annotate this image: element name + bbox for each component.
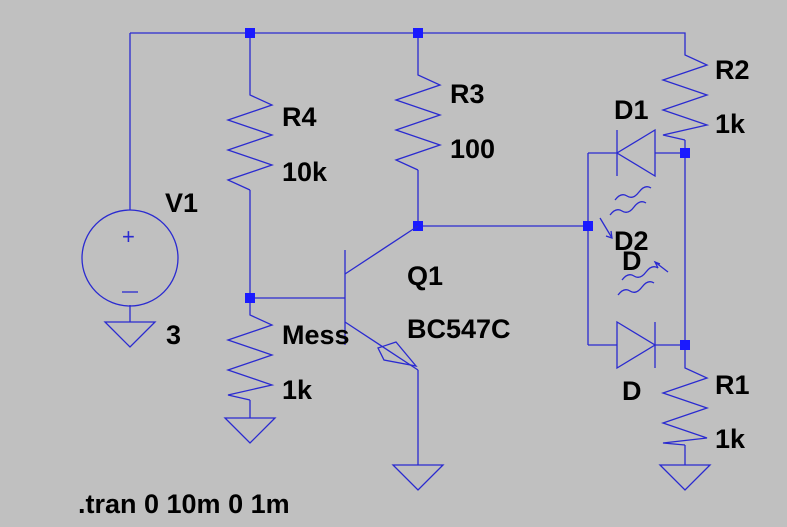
v1-name-label: V1 <box>165 188 198 218</box>
junction-top-r3[interactable] <box>413 28 423 38</box>
led-arrow-head-2 <box>653 260 661 269</box>
led-arrow-shaft-2 <box>654 261 669 273</box>
spice-directive[interactable]: .tran 0 10m 0 1m <box>78 489 290 519</box>
wire-top-rail[interactable] <box>130 32 686 45</box>
d1-name-label: D1 <box>614 95 649 125</box>
junctions <box>245 28 690 350</box>
r1-value-label: 1k <box>715 424 746 454</box>
d3-triangle <box>616 320 657 370</box>
led-arrow-2 <box>614 186 652 201</box>
q1-name-label: Q1 <box>407 261 443 291</box>
transistor-q1[interactable] <box>344 225 419 371</box>
resistor-r4[interactable] <box>225 80 275 191</box>
d3-name-label: D <box>622 376 642 406</box>
q1-emitter-lead <box>344 321 419 371</box>
v1-plus-sign: + <box>122 224 135 249</box>
ground-v1[interactable] <box>103 321 157 348</box>
q1-model-label: BC547C <box>407 314 511 344</box>
junction-base[interactable] <box>245 293 255 303</box>
resistor-mess[interactable] <box>225 305 275 401</box>
led-arrow-head-1 <box>605 230 613 239</box>
wires <box>129 32 686 465</box>
resistor-r3[interactable] <box>393 65 443 171</box>
v1-circle <box>81 209 179 307</box>
mess-value-label: 1k <box>282 375 313 405</box>
led-arrow-shaft <box>599 217 613 239</box>
voltage-source-v1[interactable]: + <box>81 209 179 307</box>
r4-name-label: R4 <box>282 102 317 132</box>
junction-d3-right[interactable] <box>680 340 690 350</box>
r3-name-label: R3 <box>450 79 485 109</box>
led-arrow-4 <box>621 266 659 281</box>
led-d2-light-arrows <box>599 186 669 296</box>
junction-top-r4[interactable] <box>245 28 255 38</box>
diode-d1[interactable] <box>615 128 656 178</box>
led-arrow-3 <box>617 281 655 296</box>
d2-name-label: D2 <box>614 226 649 256</box>
diode-d3[interactable] <box>616 320 657 370</box>
ground-r1[interactable] <box>658 464 712 491</box>
v1-value-label: 3 <box>166 320 181 350</box>
resistor-r1[interactable] <box>660 360 710 446</box>
ground-mess[interactable] <box>223 417 277 444</box>
r2-value-label: 1k <box>715 109 746 139</box>
r2-name-label: R2 <box>715 55 750 85</box>
led-arrow-1 <box>609 201 647 216</box>
r4-value-label: 10k <box>282 157 328 187</box>
r3-value-label: 100 <box>450 134 495 164</box>
ground-emitter[interactable] <box>391 464 445 491</box>
d1-triangle <box>615 128 656 178</box>
junction-diode-left[interactable] <box>583 221 593 231</box>
q1-emitter-arrow <box>377 341 418 367</box>
q1-collector-lead <box>344 225 419 275</box>
d2-overlap-label: D <box>622 246 642 276</box>
r1-name-label: R1 <box>715 370 750 400</box>
resistor-r2[interactable] <box>660 45 710 141</box>
mess-name-label: Mess <box>282 320 350 350</box>
junction-d1-right[interactable] <box>680 148 690 158</box>
